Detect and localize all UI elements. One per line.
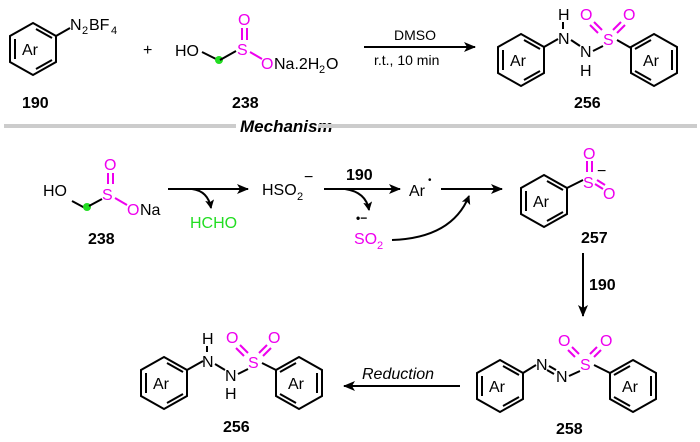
oxygen: O (580, 7, 592, 24)
sodium: Na (140, 202, 161, 219)
arrow-step3 (391, 184, 503, 241)
carbon-marker (215, 56, 223, 64)
reaction-arrow: DMSO r.t., 10 min (364, 27, 476, 68)
ring-label: Ar (153, 376, 170, 393)
ring-label: Ar (510, 53, 527, 70)
oxygen: O (600, 333, 612, 350)
subscript: 2 (377, 240, 383, 252)
sulfur: S (102, 187, 113, 204)
oxygen: O (104, 157, 116, 174)
nitrogen: N (202, 354, 214, 371)
sulfur: S (583, 175, 594, 192)
oxygen: O (261, 56, 273, 73)
ring-label: Ar (643, 53, 660, 70)
compound-257-sulfinate: Ar S O O − 257 (520, 146, 615, 247)
nitrogen: N (225, 368, 237, 385)
hydrogen: H (558, 7, 570, 24)
hydroxyl: HO (43, 183, 67, 200)
subscript: 4 (111, 25, 117, 37)
sulfur: S (580, 357, 591, 374)
oxygen: O (623, 7, 635, 24)
ring-label: Ar (288, 376, 305, 393)
oxygen: O (268, 330, 280, 347)
oxygen: O (226, 330, 238, 347)
hydroxyl: HO (175, 43, 199, 60)
oxygen: O (127, 202, 139, 219)
oxygen: O (558, 333, 570, 350)
subscript: 2 (82, 25, 88, 37)
nitrogen: N (536, 357, 548, 374)
sulfur-dioxide-radical-anion: •− SO 2 (354, 211, 383, 252)
reagent-label: 190 (346, 167, 373, 184)
compound-238-mechanism: HO S O O Na 238 (43, 157, 161, 248)
oxygen: O (326, 56, 338, 73)
oxygen: O (583, 146, 595, 163)
species-formula: SO (354, 231, 377, 248)
species-formula: HSO (262, 182, 297, 199)
reduction-label: Reduction (362, 366, 434, 383)
compound-number: 190 (22, 95, 49, 112)
ring-label: Ar (22, 42, 39, 59)
charge: − (304, 169, 313, 186)
diazonium-n: N (70, 17, 82, 34)
section-title: Mechanism (240, 117, 333, 136)
compound-238-rongalite: HO S O O Na.2H 2 O 238 (175, 12, 338, 112)
subscript: 2 (319, 64, 325, 76)
oxygen: O (238, 12, 250, 29)
nitrogen: N (558, 31, 570, 48)
sulfur: S (248, 355, 259, 372)
hydrogen: H (580, 63, 592, 80)
compound-190-aryldiazonium: Ar N 2 BF 4 190 (9, 17, 117, 112)
compound-number: 238 (232, 95, 259, 112)
compound-number: 256 (223, 419, 250, 436)
compound-256-product: Ar H N N H S O O Ar 256 (497, 7, 678, 112)
mechanism-header: Mechanism (4, 117, 697, 136)
carbon-marker (83, 203, 91, 211)
subscript: 2 (297, 191, 303, 203)
aryl-radical: Ar • (409, 175, 432, 200)
sodium-hydrate: Na.2H (274, 56, 319, 73)
charge: − (597, 163, 606, 180)
radical-anion-marks: •− (356, 211, 367, 225)
arrow-step1: HCHO (168, 184, 249, 232)
plus-sign: + (143, 42, 152, 59)
radical-dot: • (428, 175, 432, 186)
nitrogen: N (556, 369, 568, 386)
nitrogen: N (580, 44, 592, 61)
sulfur: S (237, 42, 248, 59)
compound-256-final: Ar H N N H S O O Ar 256 (140, 330, 323, 436)
arrow-reduction: Reduction (343, 366, 460, 391)
reagent-label: 190 (589, 277, 616, 294)
compound-number: 256 (574, 95, 601, 112)
compound-number: 258 (556, 421, 583, 438)
sulfur: S (603, 32, 614, 49)
compound-258-azosulfone: Ar N N S O O Ar 258 (476, 333, 657, 438)
arrow-step2: 190 (324, 167, 401, 211)
hydrosulfoxylate-anion: HSO 2 − (262, 169, 313, 203)
formaldehyde-byproduct: HCHO (190, 215, 237, 232)
hydrogen: H (225, 386, 237, 403)
compound-number: 257 (581, 230, 608, 247)
ring-label: Ar (622, 379, 639, 396)
solvent-label: DMSO (394, 27, 436, 43)
ring-label: Ar (533, 194, 550, 211)
arrow-step4: 190 (578, 253, 616, 317)
species-formula: Ar (409, 183, 426, 200)
hydrogen: H (202, 331, 214, 348)
ring-label: Ar (489, 379, 506, 396)
compound-number: 238 (88, 231, 115, 248)
conditions-label: r.t., 10 min (374, 52, 439, 68)
tetrafluoroborate: BF (89, 17, 110, 34)
oxygen: O (603, 186, 615, 203)
